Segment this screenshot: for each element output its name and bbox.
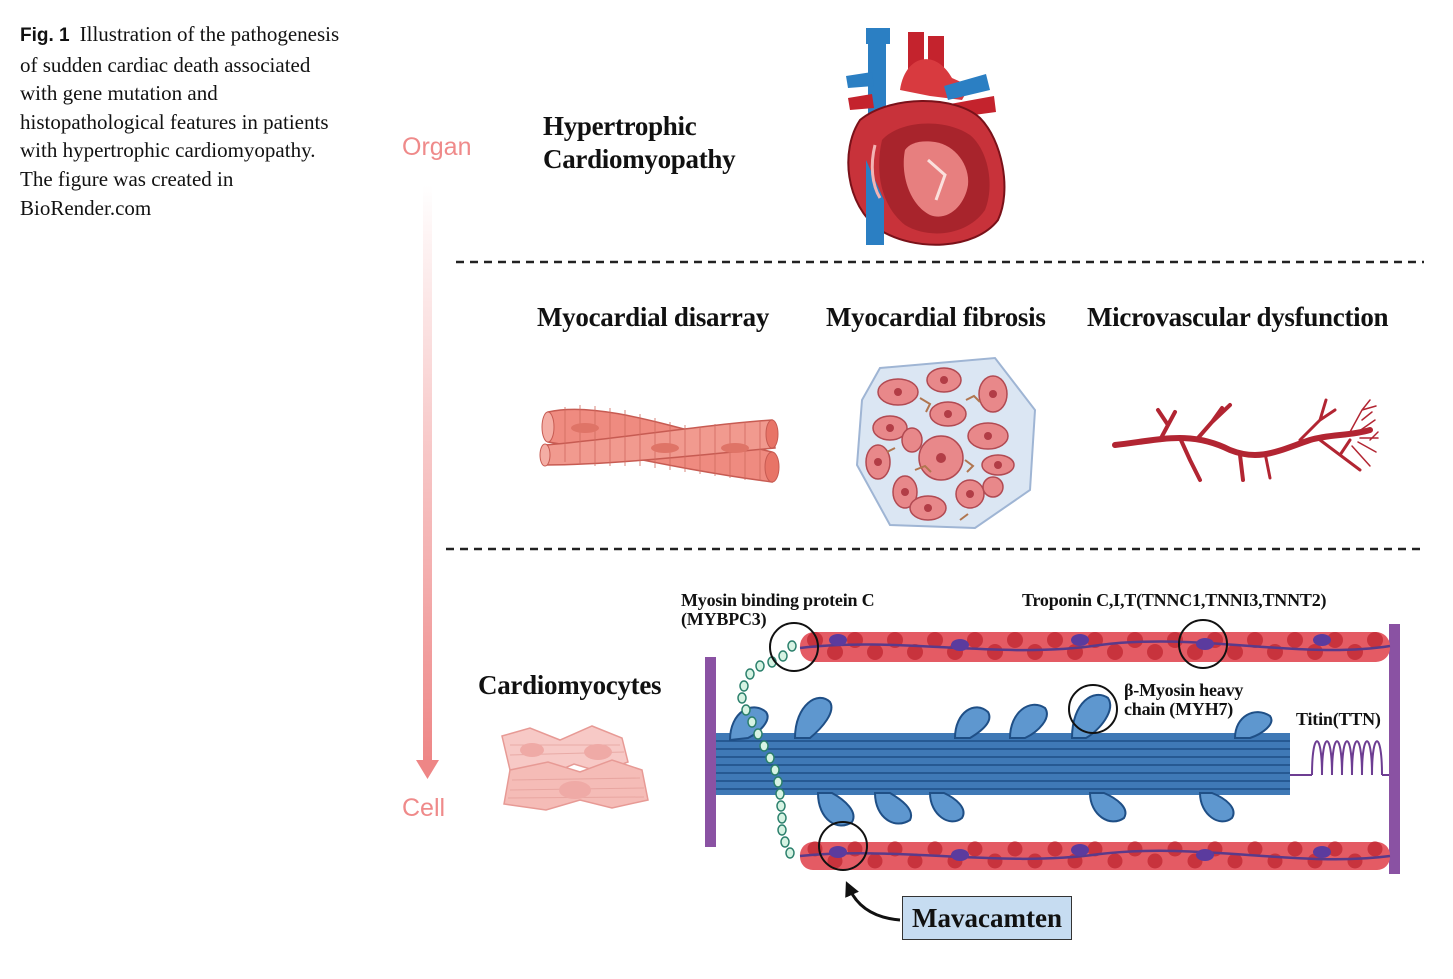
cardiomyocyte-icon <box>501 725 649 811</box>
z-disc-left <box>705 657 716 847</box>
mavacamten-target-circle <box>818 821 868 871</box>
troponin-label: Troponin C,I,T(TNNC1,TNNI3,TNNT2) <box>1022 590 1327 610</box>
axis-label-cell: Cell <box>402 794 446 822</box>
titin-label: Titin(TTN) <box>1296 709 1381 729</box>
axis-label-organ: Organ <box>402 133 472 161</box>
fibrosis-tissue-icon <box>855 356 1037 530</box>
blood-vessel-icon <box>1112 398 1379 482</box>
troponin-highlight-circle <box>1178 619 1228 669</box>
tissue-label-microvascular: Microvascular dysfunction <box>1087 302 1389 332</box>
actin-filament-top <box>799 632 1391 662</box>
figure-number: Fig. 1 <box>20 25 70 46</box>
tissue-label-disarray: Myocardial disarray <box>537 302 770 332</box>
tissue-label-fibrosis: Myocardial fibrosis <box>826 302 1046 332</box>
mybpc3-chain <box>737 640 797 859</box>
caption-text: Illustration of the pathogenesis of sudd… <box>20 22 340 220</box>
sarcomere-diagram <box>705 619 1400 874</box>
myh7-highlight-circle <box>1068 684 1118 734</box>
heart-icon <box>846 28 1006 246</box>
myosin-thick-filament <box>716 693 1290 827</box>
titin-spring <box>1290 740 1389 776</box>
z-disc-right <box>1389 624 1400 874</box>
mavacamten-arrow <box>845 881 901 922</box>
mybpc3-label: Myosin binding protein C(MYBPC3) <box>681 590 875 629</box>
mybpc3-highlight-circle <box>769 622 819 672</box>
cell-title: Cardiomyocytes <box>478 670 662 700</box>
organ-cell-axis <box>416 185 439 779</box>
mavacamten-box: Mavacamten <box>902 896 1072 940</box>
actin-filament-bottom <box>799 841 1391 870</box>
muscle-fiber-icon <box>539 405 780 483</box>
